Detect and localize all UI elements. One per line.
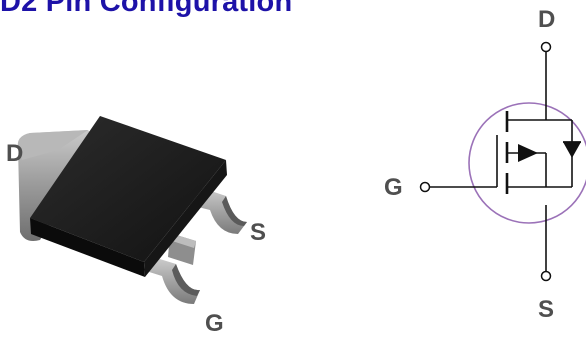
source-terminal — [540, 270, 552, 282]
drain-terminal — [540, 41, 552, 53]
symbol-label-drain: D — [538, 6, 556, 33]
package-label-gate: G — [205, 310, 224, 337]
body-arrow-icon — [518, 144, 538, 162]
package-label-source: S — [250, 219, 267, 246]
symbol-circle — [468, 102, 586, 224]
page-title: D2 Pin Configuration — [0, 0, 293, 18]
symbol-label-source: S — [538, 296, 555, 323]
symbol-label-gate: G — [384, 174, 403, 201]
package-body — [30, 116, 227, 277]
gate-terminal — [419, 181, 431, 193]
gate-lead — [146, 256, 200, 304]
package-label-drain: D — [6, 140, 24, 167]
body-diode-icon — [563, 142, 581, 158]
